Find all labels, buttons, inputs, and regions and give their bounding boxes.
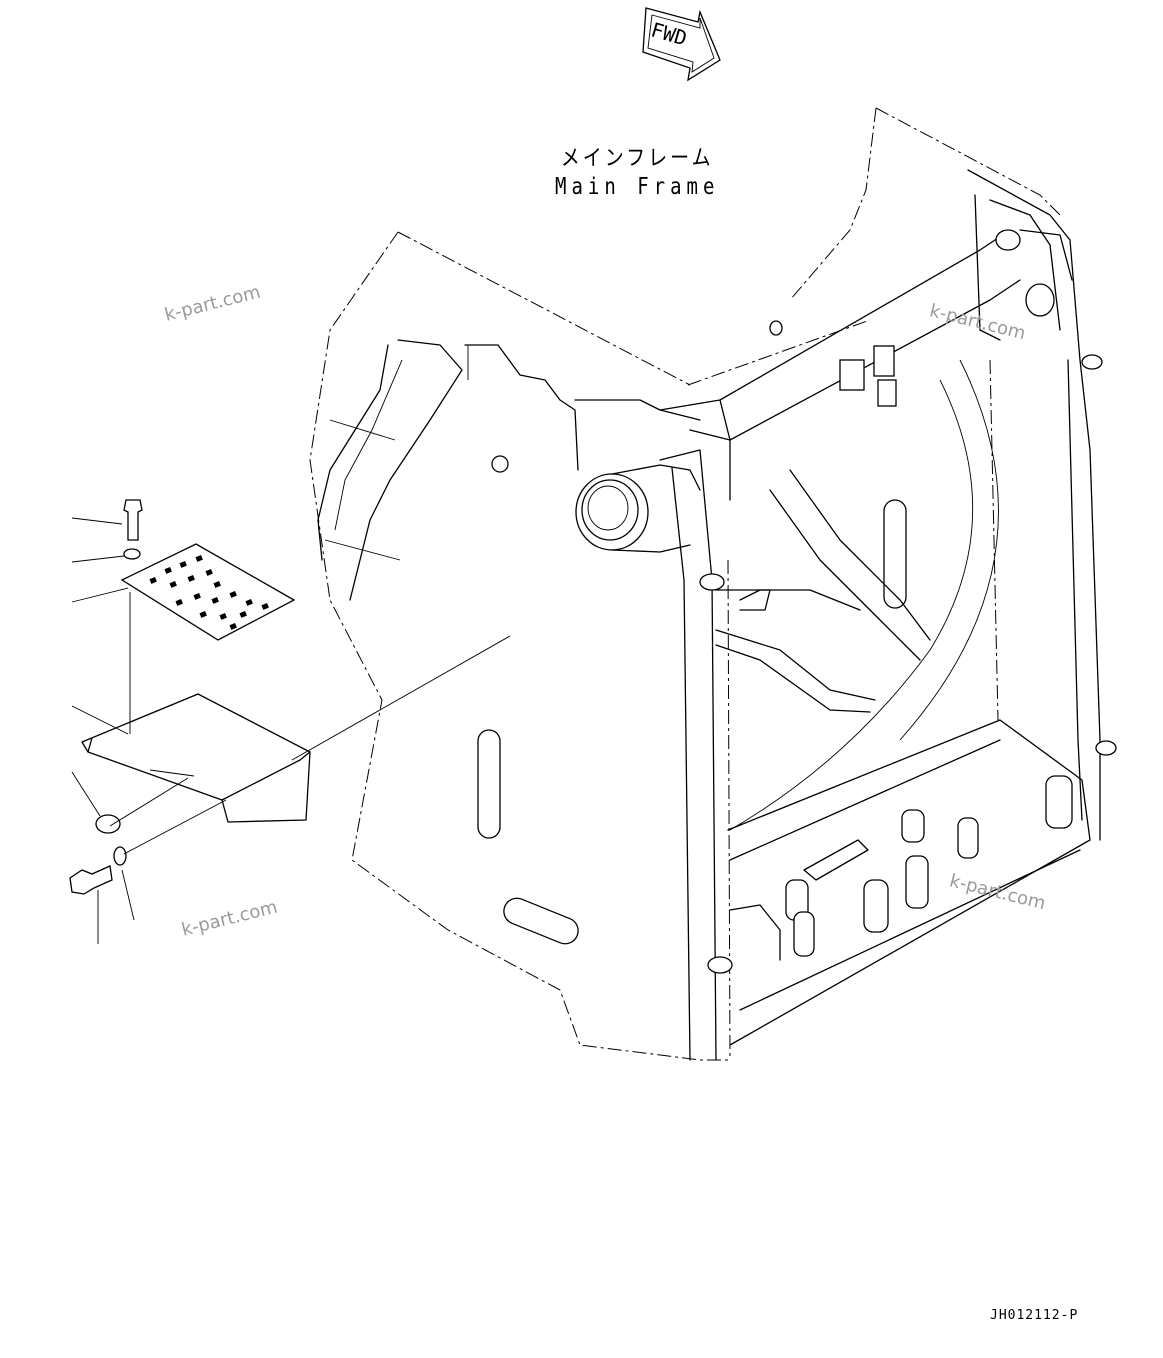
part-label-japanese: メインフレーム bbox=[560, 145, 714, 171]
step-assembly bbox=[69, 499, 511, 944]
fwd-arrow-icon: FWD bbox=[642, 7, 721, 82]
part-label-english: Main Frame bbox=[555, 173, 720, 201]
drawing-code: JH012112-P bbox=[990, 1308, 1079, 1323]
part-label: メインフレーム Main Frame bbox=[555, 143, 720, 201]
anti-slip-pattern bbox=[149, 555, 269, 630]
main-frame bbox=[309, 107, 1117, 1061]
